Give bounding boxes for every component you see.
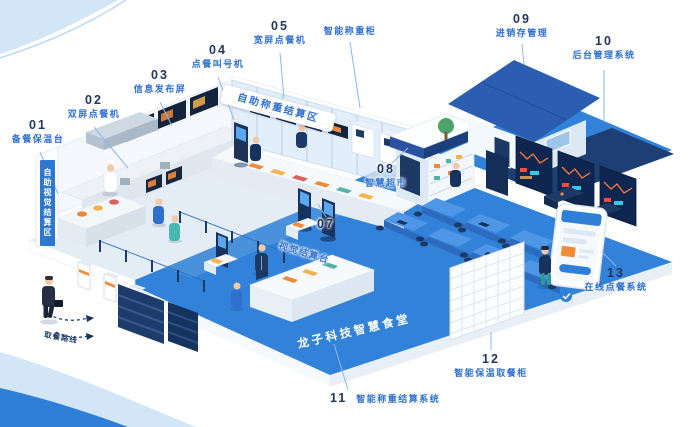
callout-13-number: 13 [607, 266, 625, 280]
dining-table [458, 214, 510, 248]
callout-04-number: 04 [209, 43, 227, 57]
callout-12-number: 12 [482, 352, 500, 366]
exhaust-hood [86, 112, 158, 150]
warming-table [57, 194, 147, 247]
callout-02-dual-screen-kiosk: 02 双屏点餐机 [60, 93, 128, 120]
callout-08-label: 智慧超市 [364, 177, 407, 188]
person-checkout-customer [230, 282, 244, 312]
person-queue [250, 136, 261, 161]
visual-zone-banner: 自助视觉结算区 [40, 160, 55, 246]
person-market-customer [450, 162, 461, 187]
callout-03-info-display: 03 信息发布屏 [126, 68, 194, 95]
person-customer-1 [152, 198, 166, 228]
person-customer-2 [168, 215, 182, 244]
pickup-route-arrows [47, 313, 94, 340]
callout-11-number: 11 [330, 391, 348, 405]
smart-market [388, 113, 482, 209]
callout-10-backend-system: 10 后台管理系统 [570, 34, 638, 61]
dual-screen-kiosks [146, 166, 182, 193]
callout-12-label: 智能保温取餐柜 [454, 367, 528, 378]
callout-03-label: 信息发布屏 [133, 83, 187, 94]
storage-rack [117, 284, 199, 352]
callout-13-online-ordering-system: 13 在线点餐系统 [576, 266, 656, 293]
callout-01-label: 备餐保温台 [11, 133, 65, 144]
dining-table [420, 228, 472, 262]
callout-09-label: 进销存管理 [495, 27, 549, 38]
callout-02-number: 02 [85, 93, 103, 107]
decor-wave-top-left [0, 0, 127, 59]
pickup-lockers [449, 241, 525, 341]
callout-05-number: 05 [271, 19, 289, 33]
dining-table [414, 198, 466, 232]
callout-06-label: 智能称重柜 [323, 26, 377, 36]
callout-10-number: 10 [595, 34, 613, 48]
callout-07-number: 07 [317, 217, 335, 231]
callout-09-inventory-mgmt: 09 进销存管理 [488, 12, 556, 39]
decor-wave-bottom-left [0, 352, 196, 427]
callout-12-warming-pickup-locker: 12 智能保温取餐柜 [446, 352, 536, 379]
queue-caller-kiosk [234, 122, 248, 168]
person-online-customer [537, 246, 553, 290]
callout-01-number: 01 [29, 118, 47, 132]
callout-07-visual-checkout: 07 [306, 217, 346, 233]
visual-checkout-kiosks [204, 188, 336, 275]
callout-09-number: 09 [513, 12, 531, 26]
queue-barriers [99, 211, 285, 292]
callout-02-label: 双屏点餐机 [67, 108, 121, 119]
callout-01-warming-table: 01 备餐保温台 [4, 118, 72, 145]
callout-13-label: 在线点餐系统 [584, 281, 648, 292]
callout-04-queue-caller: 04 点餐叫号机 [184, 43, 252, 70]
person-serving-staff [296, 124, 307, 148]
callout-lines [39, 41, 617, 391]
person-checkout-staff [253, 244, 269, 277]
person-businessman [40, 276, 63, 325]
callout-04-label: 点餐叫号机 [191, 58, 245, 69]
callout-11-weighing-settlement-system: 11 智能称重结算系统 [330, 391, 440, 407]
callout-05-widescreen-kiosk: 05 宽屏点餐机 [246, 19, 314, 46]
dining-table [376, 212, 428, 246]
person-chef [102, 158, 118, 197]
callout-03-number: 03 [151, 68, 169, 82]
phone-mockup [548, 203, 608, 302]
callout-11-label: 智能称重结算系统 [356, 394, 441, 404]
callout-08-smart-market: 08 智慧超市 [352, 162, 420, 189]
callout-08-number: 08 [377, 162, 395, 176]
callout-smart-weighing-cabinet: 智能称重柜 [312, 26, 388, 37]
callout-05-label: 宽屏点餐机 [253, 34, 307, 45]
callout-10-label: 后台管理系统 [572, 49, 636, 60]
warehouse-house [438, 60, 600, 176]
